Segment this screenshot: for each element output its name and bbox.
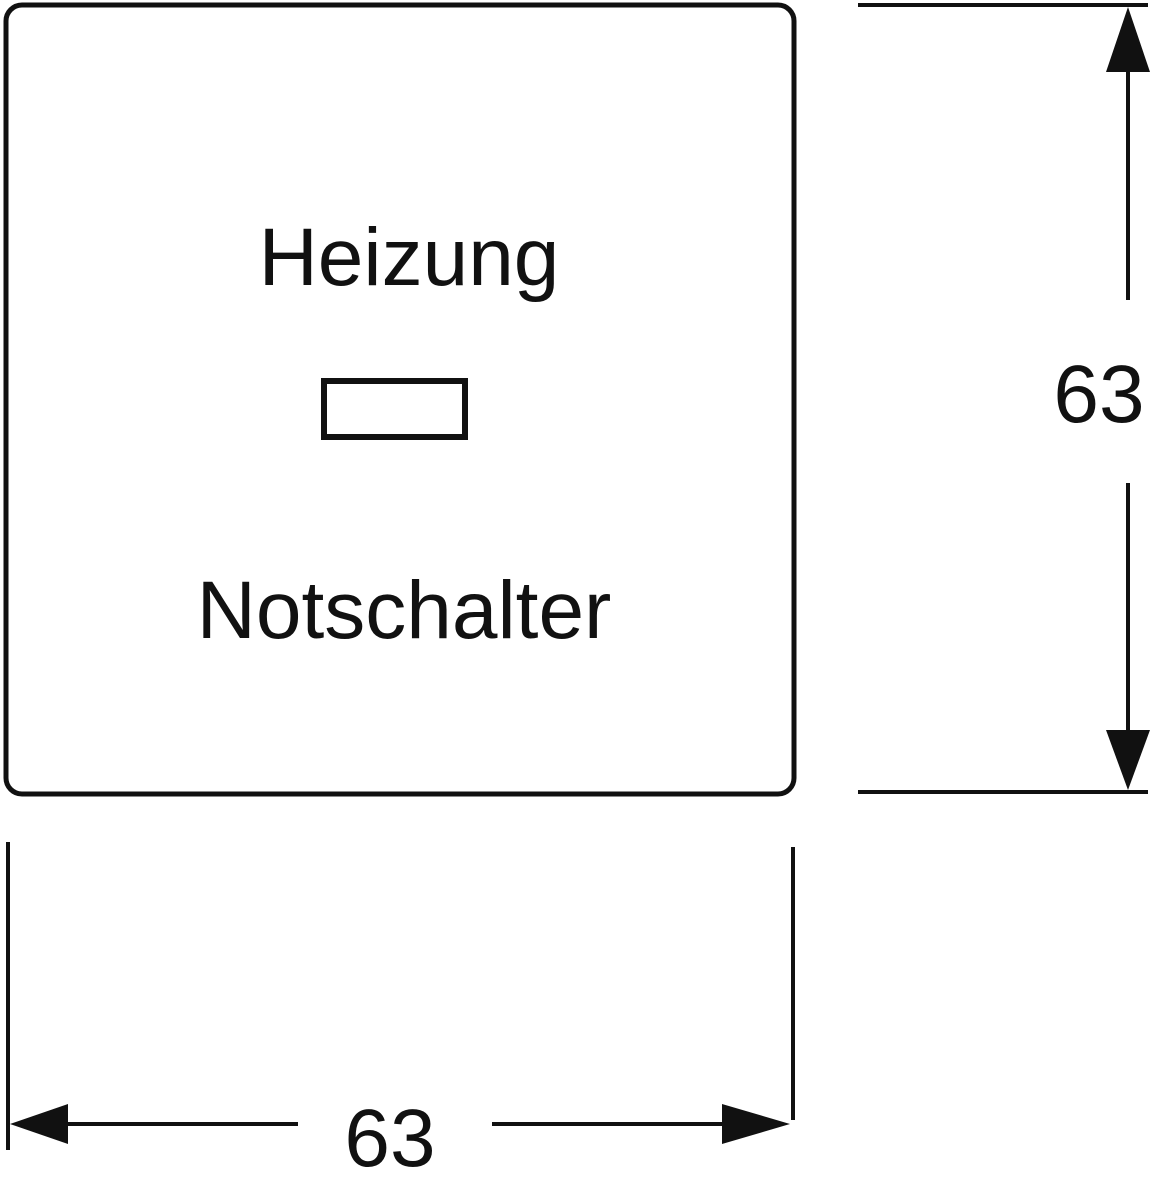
width-arrow-left-icon bbox=[10, 1104, 68, 1144]
height-arrow-down-icon bbox=[1106, 730, 1150, 790]
height-arrow-up-icon bbox=[1106, 7, 1150, 72]
width-arrow-right-icon bbox=[722, 1104, 790, 1144]
height-dimension-value: 63 bbox=[1053, 349, 1144, 440]
plate-outline bbox=[3, 2, 797, 797]
plate-label-bottom: Notschalter bbox=[197, 565, 612, 656]
indicator-window bbox=[321, 378, 468, 440]
plate-label-top: Heizung bbox=[259, 212, 560, 303]
width-dimension-value: 63 bbox=[344, 1093, 435, 1184]
